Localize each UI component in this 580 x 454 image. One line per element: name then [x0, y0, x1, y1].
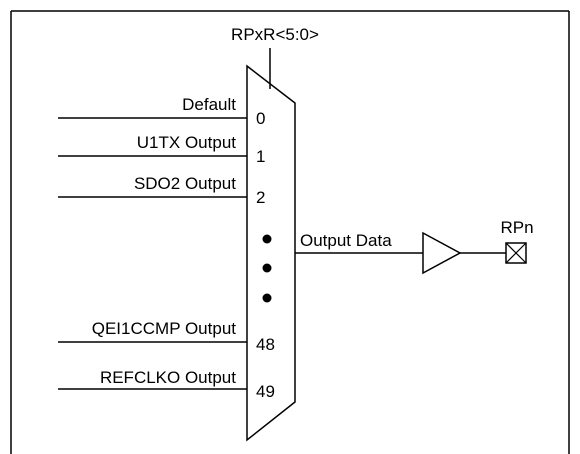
output-data-label: Output Data [300, 231, 392, 250]
input-label-sdo2: SDO2 Output [134, 174, 236, 193]
input-index-0: 0 [256, 109, 265, 128]
input-index-1: 1 [256, 147, 265, 166]
input-label-default: Default [182, 95, 236, 114]
input-index-49: 49 [256, 382, 275, 401]
pin-cross [505, 242, 527, 264]
select-signal-label: RPxR<5:0> [231, 25, 319, 44]
ellipsis-dot [262, 263, 272, 273]
pin-box [505, 242, 527, 264]
input-index-48: 48 [256, 335, 275, 354]
ellipsis-dot [262, 234, 272, 244]
output-buffer [422, 231, 462, 275]
input-label-u1tx: U1TX Output [137, 133, 236, 152]
multiplexer [246, 64, 296, 442]
input-label-refclko: REFCLKO Output [100, 368, 236, 387]
input-index-2: 2 [256, 188, 265, 207]
pin-label: RPn [500, 218, 533, 237]
input-label-qei1ccmp: QEI1CCMP Output [92, 319, 237, 338]
ellipsis-dot [262, 293, 272, 303]
